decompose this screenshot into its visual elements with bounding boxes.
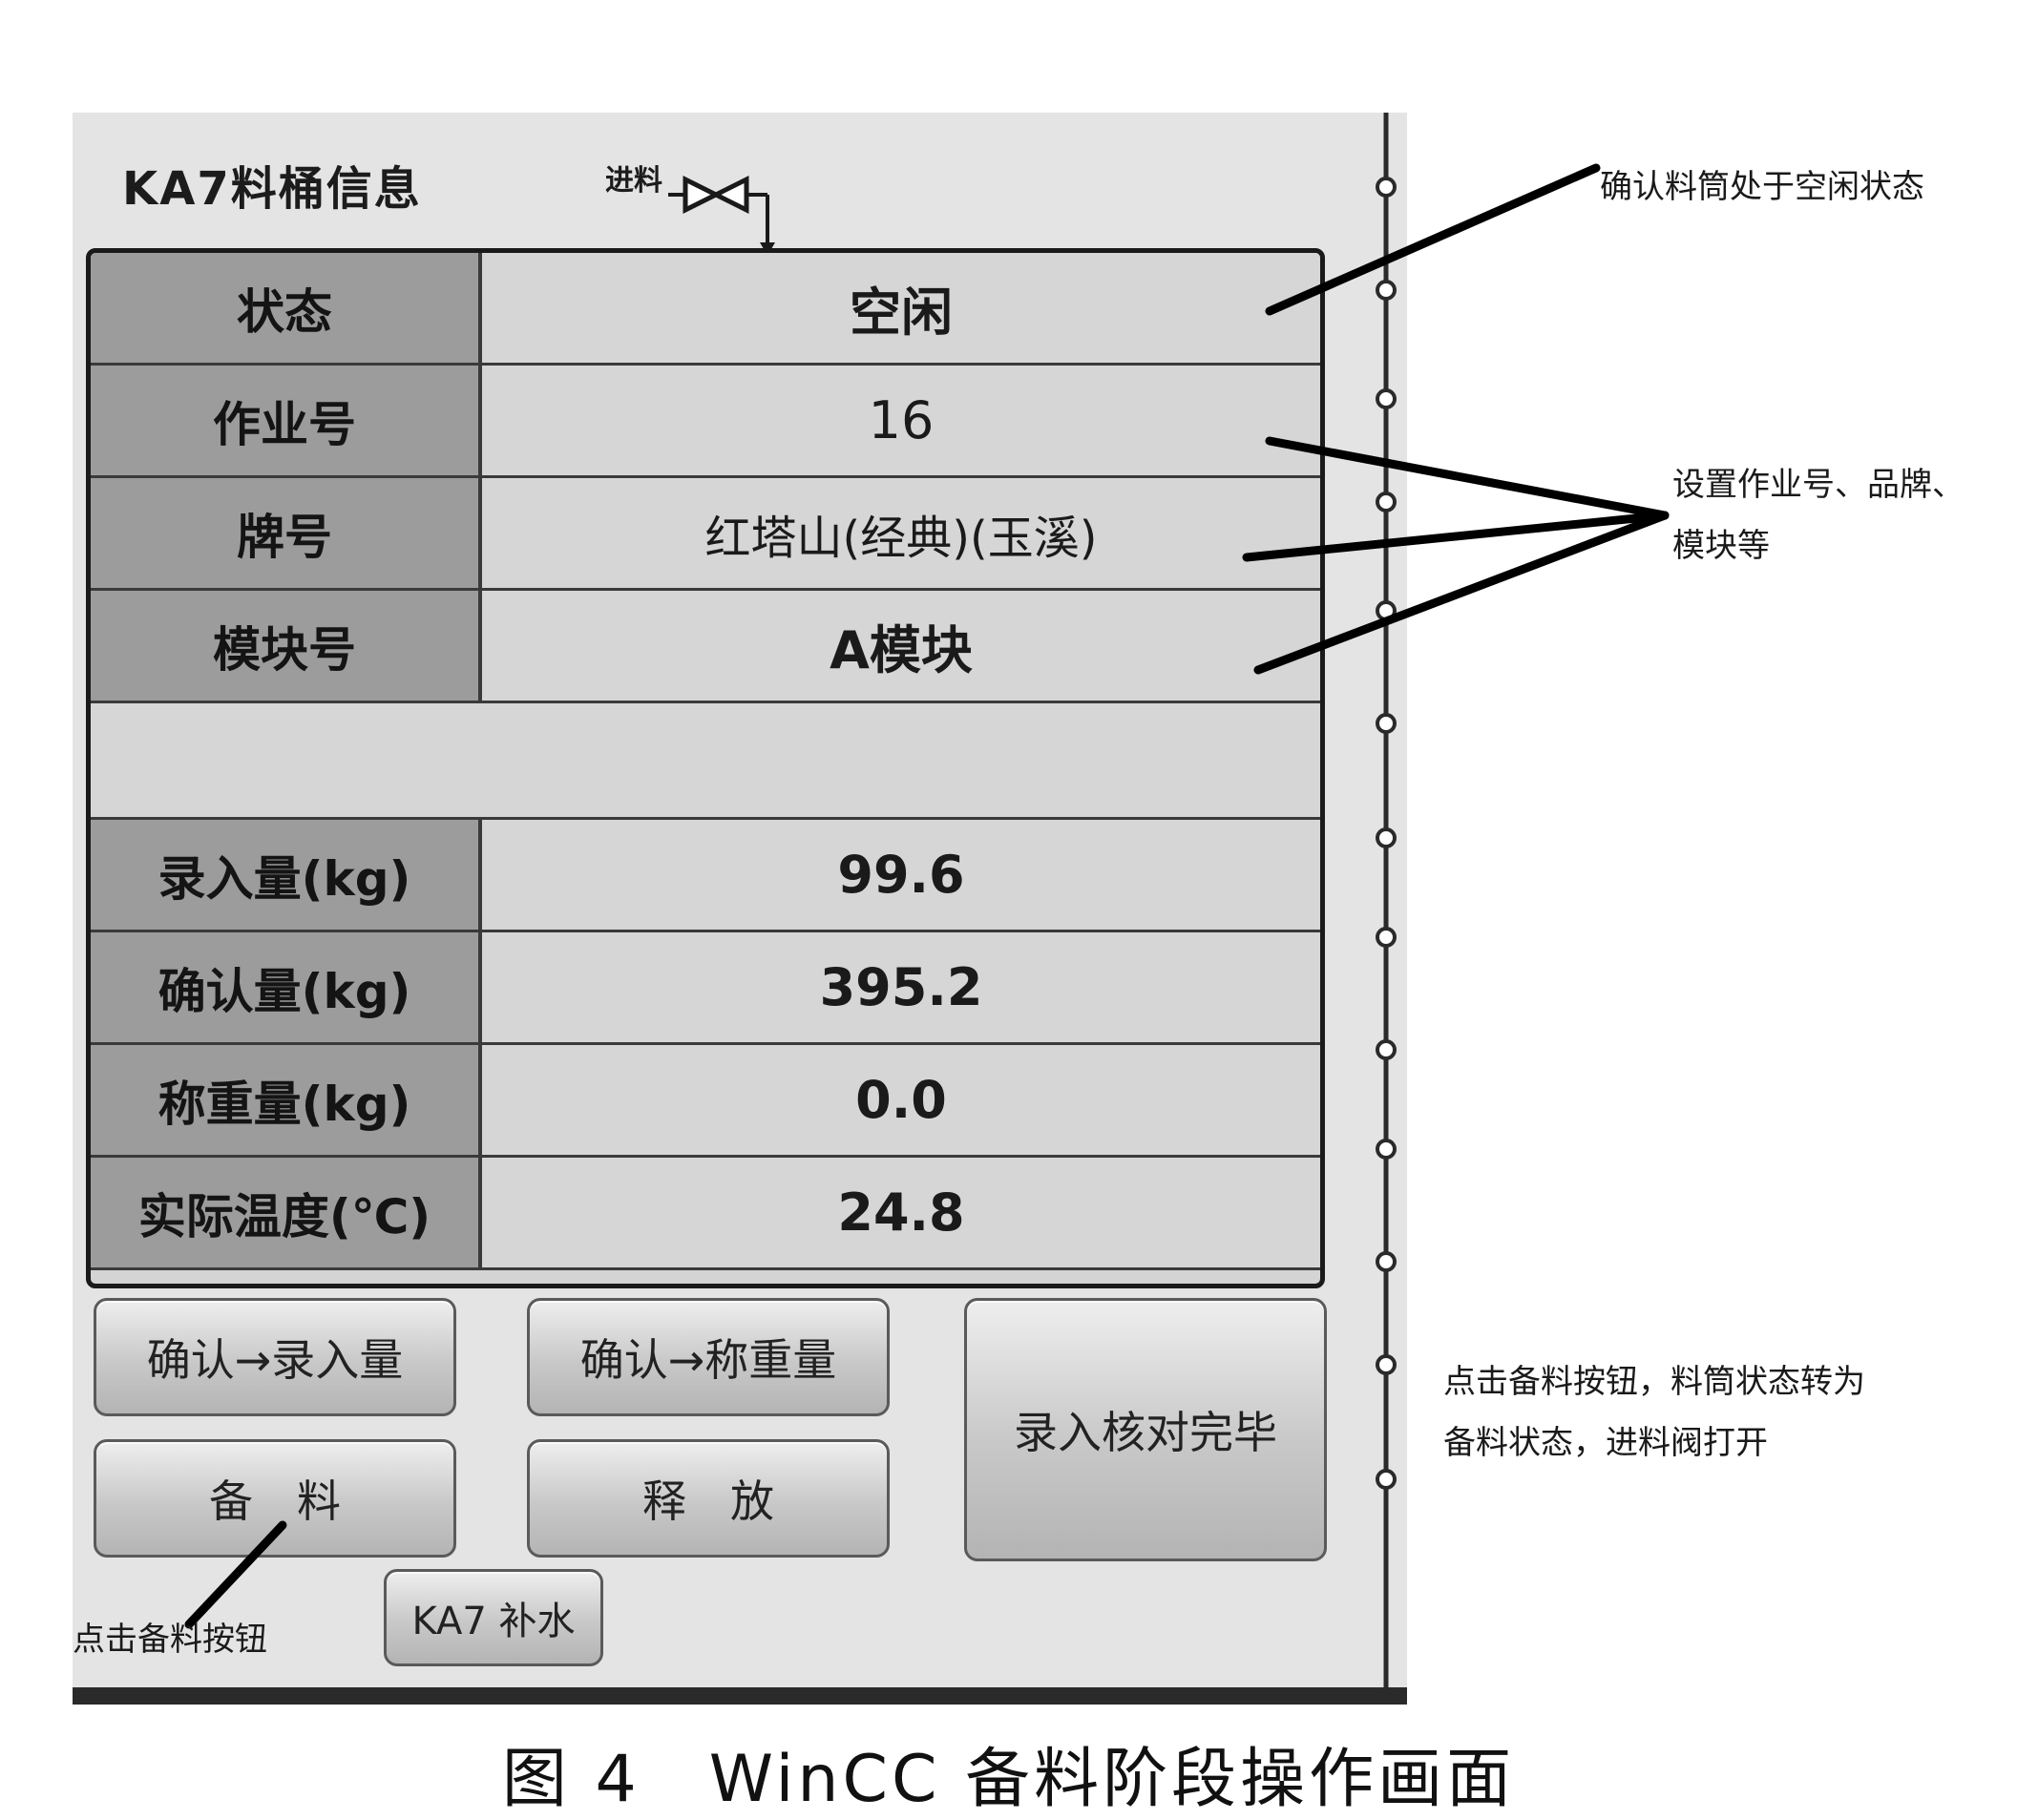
wincc-screen: KA7料桶信息 进料 状态 空闲 作业号 16 牌号 红塔山(经典)(玉溪) 模… — [73, 113, 1407, 1705]
temperature-label: 实际温度(℃) — [91, 1158, 482, 1270]
inlet-valve-icon[interactable] — [668, 168, 802, 260]
weigh-quantity-value: 0.0 — [482, 1045, 1320, 1158]
confirm-quantity-label: 确认量(kg) — [91, 932, 482, 1045]
status-annotation: 确认料筒处于空闲状态 — [1600, 168, 1924, 206]
valve-label: 进料 — [605, 164, 662, 198]
status-value: 空闲 — [482, 253, 1320, 366]
figure-caption: 图 4 WinCC 备料阶段操作画面 — [501, 1742, 1516, 1817]
prepare-annotation-line1: 点击备料按钮，料筒状态转为 — [1443, 1363, 1865, 1401]
pipe-rail-icon — [1376, 113, 1397, 1705]
bottom-nav-bar — [73, 1687, 1407, 1705]
confirm-input-quantity-button[interactable]: 确认→录入量 — [94, 1298, 456, 1416]
input-check-complete-button[interactable]: 录入核对完毕 — [964, 1298, 1327, 1561]
release-button[interactable]: 释 放 — [527, 1439, 890, 1558]
setup-annotation: 设置作业号、品牌、 模块等 — [1672, 454, 1964, 576]
spacer-row — [91, 703, 1320, 820]
table-row: 录入量(kg) 99.6 — [91, 820, 1320, 932]
table-row: 实际温度(℃) 24.8 — [91, 1158, 1320, 1270]
weigh-quantity-label: 称重量(kg) — [91, 1045, 482, 1158]
status-label: 状态 — [91, 253, 482, 366]
job-number-label: 作业号 — [91, 366, 482, 478]
module-field[interactable]: A模块 — [482, 591, 1320, 703]
brand-field[interactable]: 红塔山(经典)(玉溪) — [482, 478, 1320, 591]
confirm-weigh-quantity-button[interactable]: 确认→称重量 — [527, 1298, 890, 1416]
prepare-annotation: 点击备料按钮，料筒状态转为 备料状态，进料阀打开 — [1443, 1351, 1865, 1474]
drum-info-table: 状态 空闲 作业号 16 牌号 红塔山(经典)(玉溪) 模块号 A模块 录入量(… — [86, 248, 1325, 1288]
table-row: 模块号 A模块 — [91, 591, 1320, 703]
prepare-annotation-line2: 备料状态，进料阀打开 — [1443, 1424, 1768, 1462]
setup-annotation-line2: 模块等 — [1672, 527, 1770, 565]
panel-title: KA7料桶信息 — [122, 162, 422, 216]
input-quantity-label: 录入量(kg) — [91, 820, 482, 932]
table-row: 牌号 红塔山(经典)(玉溪) — [91, 478, 1320, 591]
ka7-add-water-button[interactable]: KA7 补水 — [384, 1569, 603, 1666]
job-number-field[interactable]: 16 — [482, 366, 1320, 478]
confirm-quantity-value: 395.2 — [482, 932, 1320, 1045]
setup-annotation-line1: 设置作业号、品牌、 — [1672, 466, 1964, 504]
table-row: 确认量(kg) 395.2 — [91, 932, 1320, 1045]
table-row: 称重量(kg) 0.0 — [91, 1045, 1320, 1158]
input-quantity-field[interactable]: 99.6 — [482, 820, 1320, 932]
temperature-value: 24.8 — [482, 1158, 1320, 1270]
brand-label: 牌号 — [91, 478, 482, 591]
module-label: 模块号 — [91, 591, 482, 703]
table-row: 状态 空闲 — [91, 253, 1320, 366]
click-prepare-annotation: 点击备料按钮 — [73, 1621, 267, 1659]
table-row: 作业号 16 — [91, 366, 1320, 478]
